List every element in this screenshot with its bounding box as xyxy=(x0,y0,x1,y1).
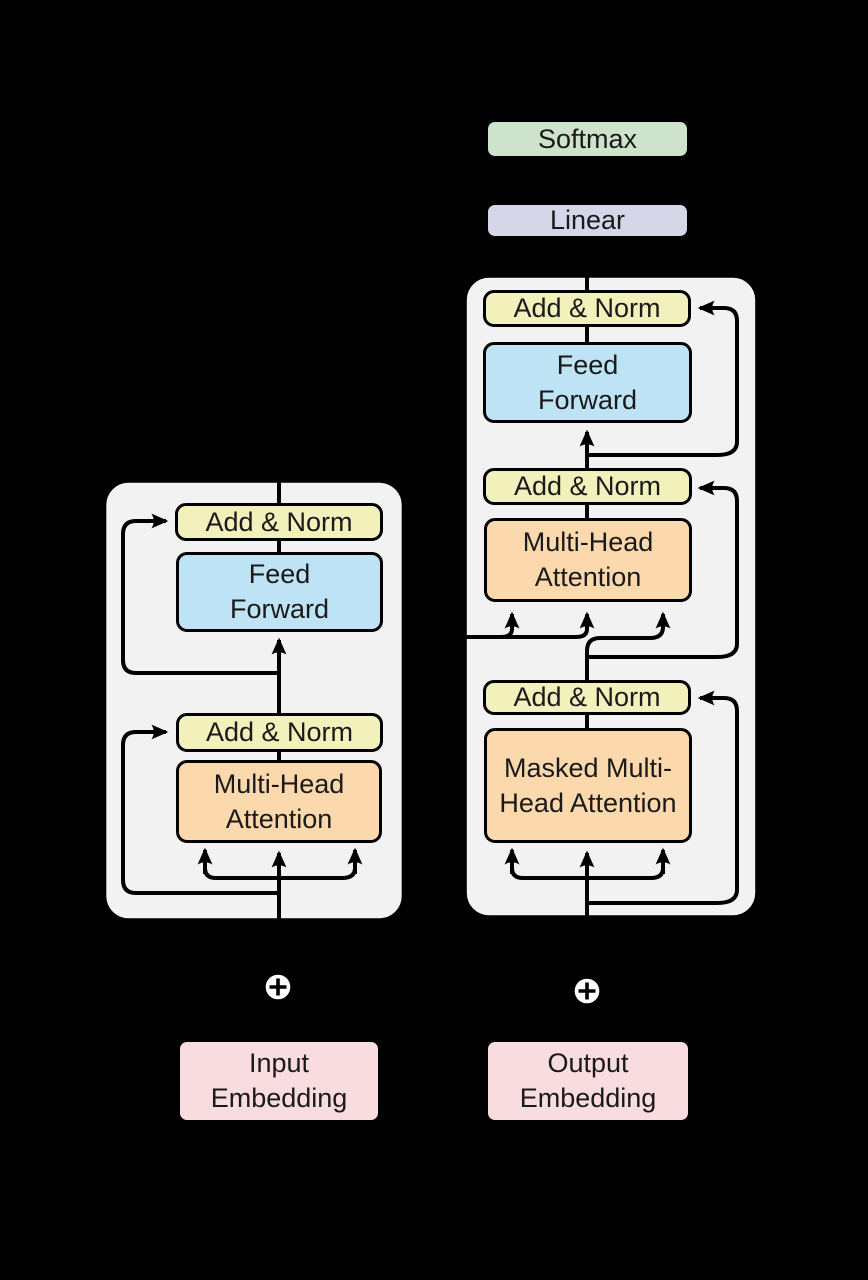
encoder-ff-residual-arrow xyxy=(121,513,279,675)
decoder-cross-attention-residual-arrow xyxy=(587,480,739,659)
input-embedding-label: Input Embedding xyxy=(210,1048,348,1113)
encoder-wiring xyxy=(121,428,595,975)
softmax-box: Softmax xyxy=(488,122,687,156)
decoder-masked-mha-residual-arrow xyxy=(587,690,739,905)
encoder-panel xyxy=(102,479,406,922)
decoder-ff-residual-arrow xyxy=(587,300,739,457)
encoder-add-norm-top-box: Add & Norm xyxy=(175,503,383,541)
linear-box: Linear xyxy=(488,205,687,236)
linear-label: Linear xyxy=(549,205,626,236)
positional-add-icon-right xyxy=(572,976,602,1006)
output-embedding-label: Output Embedding xyxy=(519,1048,657,1113)
decoder-feed-forward-label: Feed Forward xyxy=(537,349,638,415)
decoder-add-norm-bottom-label: Add & Norm xyxy=(513,682,661,713)
decoder-add-norm-top-box: Add & Norm xyxy=(483,290,691,327)
encoder-add-norm-top-label: Add & Norm xyxy=(205,506,353,537)
positional-add-icon-left xyxy=(263,972,293,1002)
decoder-masked-multi-head-attention-box: Masked Multi-Head Attention xyxy=(484,728,692,843)
decoder-wiring xyxy=(276,80,739,1042)
encoder-multi-head-attention-box: Multi-Head Attention xyxy=(176,760,382,843)
decoder-query-arrow xyxy=(585,611,671,683)
input-embedding-box: Input Embedding xyxy=(180,1042,378,1120)
encoder-feed-forward-label: Feed Forward xyxy=(229,559,330,624)
encoder-multi-head-attention-label: Multi-Head Attention xyxy=(213,768,345,834)
encoder-output-to-decoder-k-arrow xyxy=(494,611,595,639)
output-embedding-box: Output Embedding xyxy=(488,1042,688,1120)
encoder-mha-residual-arrow xyxy=(121,724,279,895)
decoder-add-norm-top-label: Add & Norm xyxy=(513,293,661,324)
decoder-feed-forward-box: Feed Forward xyxy=(483,342,692,423)
encoder-add-norm-bottom-label: Add & Norm xyxy=(205,717,354,748)
encoder-add-norm-bottom-box: Add & Norm xyxy=(176,713,383,752)
decoder-multi-head-attention-label: Multi-Head Attention xyxy=(522,527,654,592)
decoder-add-norm-middle-label: Add & Norm xyxy=(513,471,662,502)
decoder-multi-head-attention-box: Multi-Head Attention xyxy=(484,518,692,602)
decoder-masked-multi-head-attention-label: Masked Multi-Head Attention xyxy=(499,752,677,818)
decoder-add-norm-bottom-box: Add & Norm xyxy=(483,680,691,715)
decoder-add-norm-middle-box: Add & Norm xyxy=(483,468,692,505)
softmax-label: Softmax xyxy=(537,123,638,154)
encoder-feed-forward-box: Feed Forward xyxy=(176,552,383,632)
